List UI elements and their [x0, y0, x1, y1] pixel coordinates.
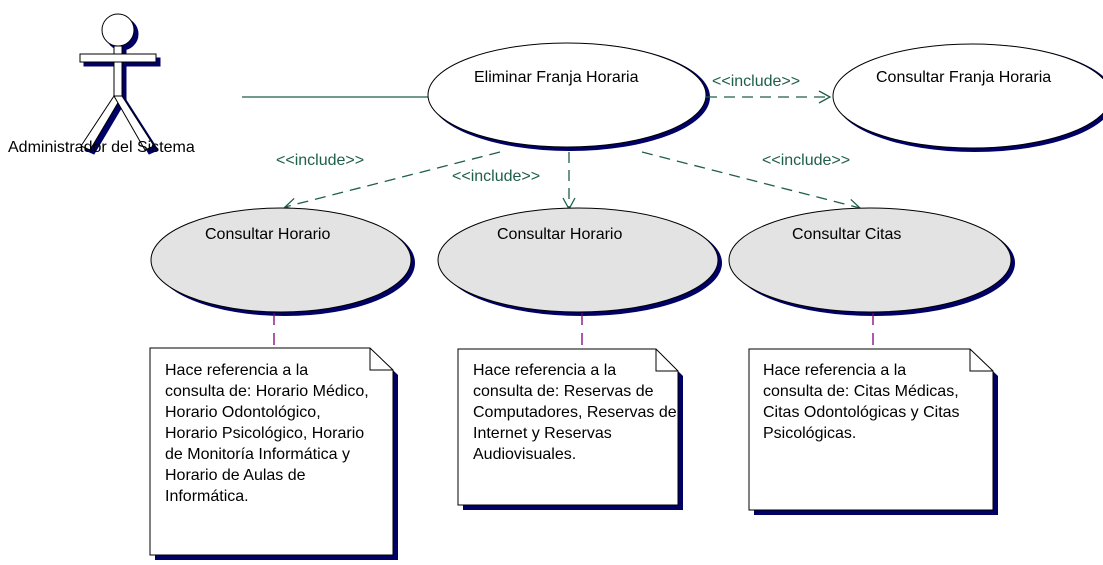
include-label-horario-1: <<include>> [276, 152, 365, 169]
note-3-shape[interactable] [748, 348, 998, 515]
include-arrow-citas[interactable] [641, 151, 862, 212]
note-1-shape[interactable] [149, 347, 398, 560]
use-case-consultar-citas-shape[interactable] [728, 207, 1015, 316]
note-3-text: Hace referencia a la consulta de: Citas … [763, 362, 960, 442]
use-case-consultar-citas-label[interactable]: Consultar Citas [792, 226, 902, 243]
actor-figure[interactable] [79, 13, 161, 155]
use-case-consultar-horario-2-label[interactable]: Consultar Horario [497, 226, 623, 243]
include-label-horario-2: <<include>> [452, 168, 541, 185]
use-case-consultar-horario-1-shape[interactable] [150, 207, 415, 316]
use-case-consultar-franja-horaria-shape[interactable] [832, 43, 1103, 152]
include-arrow-horario-1[interactable] [283, 151, 501, 211]
use-case-eliminar-franja-horaria-label[interactable]: Eliminar Franja Horaria [474, 69, 639, 86]
use-case-consultar-horario-1-label[interactable]: Consultar Horario [205, 226, 331, 243]
use-case-consultar-franja-horaria-label[interactable]: Consultar Franja Horaria [876, 69, 1052, 86]
actor-label: Administrador del Sistema [8, 139, 195, 156]
include-label-citas: <<include>> [762, 152, 851, 169]
note-2-shape[interactable] [457, 348, 683, 510]
note-2-text: Hace referencia a la consulta de: Reserv… [473, 362, 677, 463]
use-case-eliminar-franja-horaria-shape[interactable] [427, 42, 710, 151]
include-label-franja: <<include>> [712, 73, 801, 90]
note-1-text: Hace referencia a la consulta de: Horari… [165, 362, 369, 505]
use-case-consultar-horario-2-shape[interactable] [437, 207, 722, 316]
